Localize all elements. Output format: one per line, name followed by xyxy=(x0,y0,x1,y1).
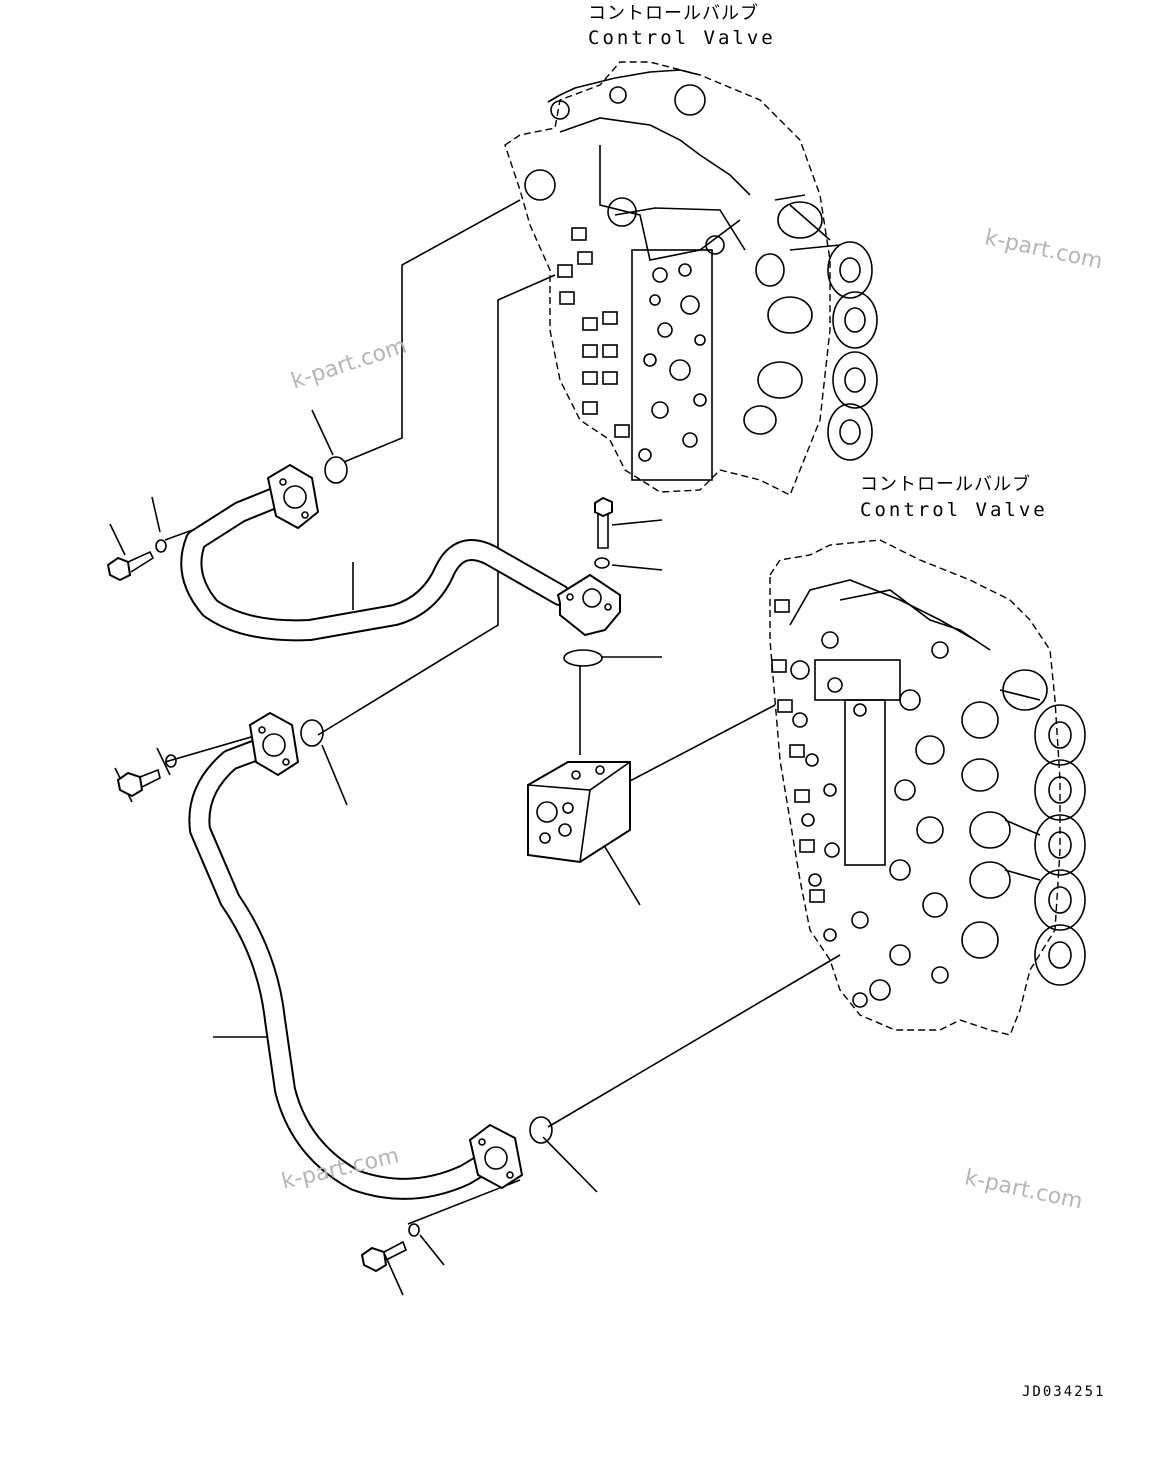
lower-flange-bottom xyxy=(468,1123,524,1190)
valve-right-jp-label: コントロールバルブ xyxy=(860,474,1031,495)
control-valve-upper xyxy=(504,61,878,496)
lower-flange-top xyxy=(248,711,300,777)
valve-right-en-label: Control Valve xyxy=(860,499,1048,521)
valve-top-en-label: Control Valve xyxy=(588,27,776,49)
upper-flange-right xyxy=(556,573,621,637)
drawing-code: JD034251 xyxy=(1022,1384,1106,1400)
upper-tube xyxy=(180,484,571,642)
bolts-washers xyxy=(106,496,613,1273)
leader-lines xyxy=(109,199,841,1296)
o-rings xyxy=(300,456,603,1144)
upper-flange-left xyxy=(266,463,320,530)
lower-tube xyxy=(188,734,501,1200)
valve-top-jp-label: コントロールバルブ xyxy=(588,3,759,24)
manifold-block xyxy=(527,761,631,864)
control-valve-lower xyxy=(769,539,1086,1036)
